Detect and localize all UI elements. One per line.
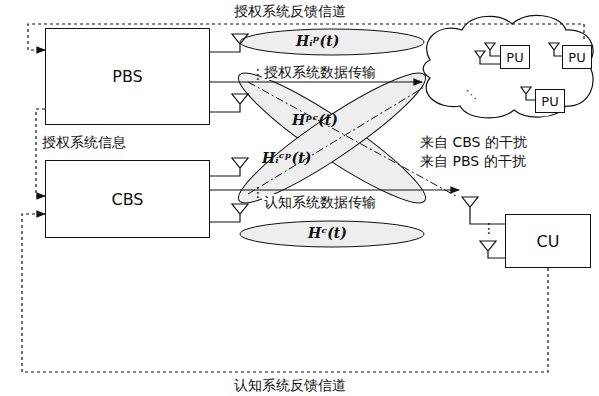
text-label: ⋮ xyxy=(251,184,265,200)
node-label: CU xyxy=(537,232,560,251)
text-label: 来自 CBS 的干扰 xyxy=(420,134,527,150)
station-box: CBS xyxy=(45,160,210,238)
pu-cloud xyxy=(423,15,593,117)
edge-label: 认知系统数据传输 xyxy=(262,194,378,210)
station-box: PBS xyxy=(45,28,210,125)
text-label: ⋮ xyxy=(482,220,496,236)
edge-label: 授权系统反馈信道 xyxy=(232,3,348,19)
station-box: CU xyxy=(505,214,591,268)
interference-line xyxy=(248,86,426,194)
data-arrow xyxy=(210,81,422,82)
edge-label: 认知系统反馈信道 xyxy=(232,377,348,393)
channel-label: Hᶜ(t) xyxy=(308,225,347,241)
feedback-connector xyxy=(36,109,45,196)
user-box: PU xyxy=(535,89,565,113)
edge-label: 授权系统数据传输 xyxy=(262,64,378,80)
channel-label: Hᵖᶜ(t) xyxy=(292,112,338,128)
user-box: PU xyxy=(500,45,530,69)
channel-label: Hᵢᶜᵖ(t) xyxy=(262,150,311,166)
data-arrow xyxy=(210,189,459,190)
text-label: 来自 PBS 的干扰 xyxy=(420,153,526,169)
channel-ellipse xyxy=(240,221,424,247)
ellipsis-dots: ⋱ xyxy=(466,88,477,101)
text-label: ⋮ xyxy=(251,66,265,82)
edge-label: 授权系统信息 xyxy=(40,134,128,150)
node-label: PU xyxy=(568,50,585,65)
user-box: PU xyxy=(562,45,592,69)
channel-ellipse xyxy=(240,29,424,55)
node-label: CBS xyxy=(111,190,143,209)
channel-label: Hᵢᵖ(t) xyxy=(296,33,339,49)
node-label: PBS xyxy=(112,67,143,86)
node-label: PU xyxy=(541,94,558,109)
node-label: PU xyxy=(506,50,523,65)
